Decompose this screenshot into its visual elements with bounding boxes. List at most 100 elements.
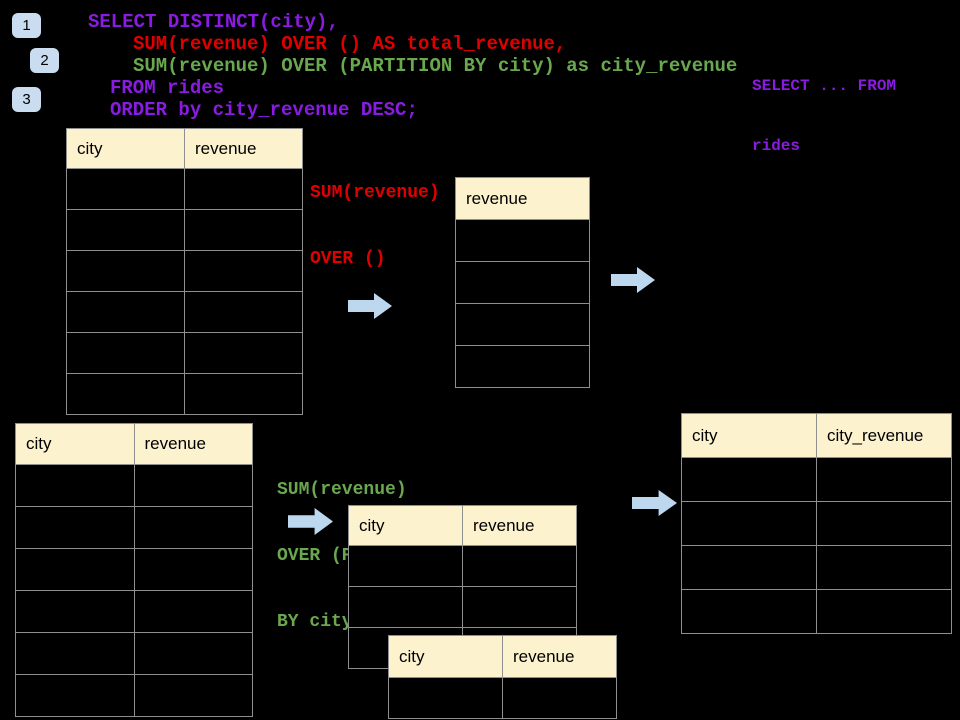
arrow-right-icon (611, 267, 655, 293)
empty-cell (816, 589, 952, 634)
column-header-city: city (66, 128, 185, 169)
table-row (348, 586, 577, 628)
step-badge-2: 2 (30, 48, 59, 73)
empty-cell (816, 545, 952, 590)
step-badge-3: 3 (12, 87, 41, 112)
empty-cell (133, 506, 253, 549)
empty-cell (184, 168, 303, 210)
label-total-revenue: SUM(revenue) OVER () (310, 138, 440, 292)
empty-cell (348, 545, 463, 587)
sql-line-order: ORDER by city_revenue DESC; (110, 99, 418, 121)
empty-cell (66, 250, 185, 292)
table-row (681, 501, 952, 546)
table-row (66, 209, 303, 251)
sql-line-from: FROM rides (110, 77, 225, 99)
empty-cell (184, 250, 303, 292)
table-row (15, 590, 253, 633)
table-row (455, 219, 590, 262)
table-row (455, 345, 590, 388)
table-row (681, 545, 952, 590)
empty-cell (681, 457, 817, 502)
empty-cell (15, 506, 135, 549)
table-row (66, 168, 303, 210)
table-row (15, 464, 253, 507)
table-row (455, 261, 590, 304)
column-header-city: city (681, 413, 817, 458)
table-row (15, 632, 253, 675)
table-row (455, 303, 590, 346)
column-header-city: city (388, 635, 503, 678)
empty-cell (462, 545, 577, 587)
label-line: SUM(revenue) (277, 480, 407, 500)
table-row (15, 548, 253, 591)
arrow-right-icon (288, 508, 333, 535)
empty-cell (15, 674, 135, 717)
empty-cell (816, 457, 952, 502)
empty-cell (455, 345, 590, 388)
column-header-revenue: revenue (462, 505, 577, 546)
table-row (681, 457, 952, 502)
table-row (388, 677, 617, 719)
empty-cell (133, 674, 253, 717)
empty-cell (184, 291, 303, 333)
column-header-revenue: revenue (133, 423, 253, 465)
table-row (681, 589, 952, 634)
empty-cell (681, 501, 817, 546)
empty-cell (184, 209, 303, 251)
label-line: SUM(revenue) (310, 183, 440, 203)
empty-cell (388, 677, 503, 719)
empty-cell (15, 548, 135, 591)
column-header-revenue: revenue (184, 128, 303, 169)
empty-cell (133, 548, 253, 591)
note-line-1: SELECT ... FROM (752, 77, 897, 95)
empty-cell (66, 332, 185, 374)
arrow-right-icon (632, 490, 677, 516)
sql-line-partition: SUM(revenue) OVER (PARTITION BY city) as… (133, 55, 738, 77)
empty-cell (15, 590, 135, 633)
empty-cell (816, 501, 952, 546)
empty-cell (133, 464, 253, 507)
empty-cell (66, 291, 185, 333)
table-revenue-only: revenue (455, 177, 590, 388)
arrow-right-icon (348, 293, 392, 319)
sql-line-total: SUM(revenue) OVER () AS total_revenue, (133, 33, 567, 55)
column-header-city_revenue: city_revenue (816, 413, 952, 458)
step-badge-1: 1 (12, 13, 41, 38)
table-row (15, 506, 253, 549)
empty-cell (66, 168, 185, 210)
column-header-city: city (15, 423, 135, 465)
empty-cell (15, 632, 135, 675)
table-row (66, 291, 303, 333)
empty-cell (66, 209, 185, 251)
column-header-city: city (348, 505, 463, 546)
table-row (66, 373, 303, 415)
note-line-2: rides (752, 137, 801, 155)
empty-cell (681, 589, 817, 634)
table-row (66, 250, 303, 292)
table-row (66, 332, 303, 374)
note-select-from: SELECT ... FROM rides (752, 36, 896, 176)
column-header-revenue: revenue (455, 177, 590, 220)
label-line: OVER () (310, 249, 386, 269)
empty-cell (133, 590, 253, 633)
empty-cell (133, 632, 253, 675)
header-row: revenue (455, 177, 590, 220)
empty-cell (462, 586, 577, 628)
empty-cell (455, 219, 590, 262)
empty-cell (681, 545, 817, 590)
table-row (348, 545, 577, 587)
empty-cell (348, 586, 463, 628)
empty-cell (184, 373, 303, 415)
empty-cell (502, 677, 617, 719)
empty-cell (455, 303, 590, 346)
